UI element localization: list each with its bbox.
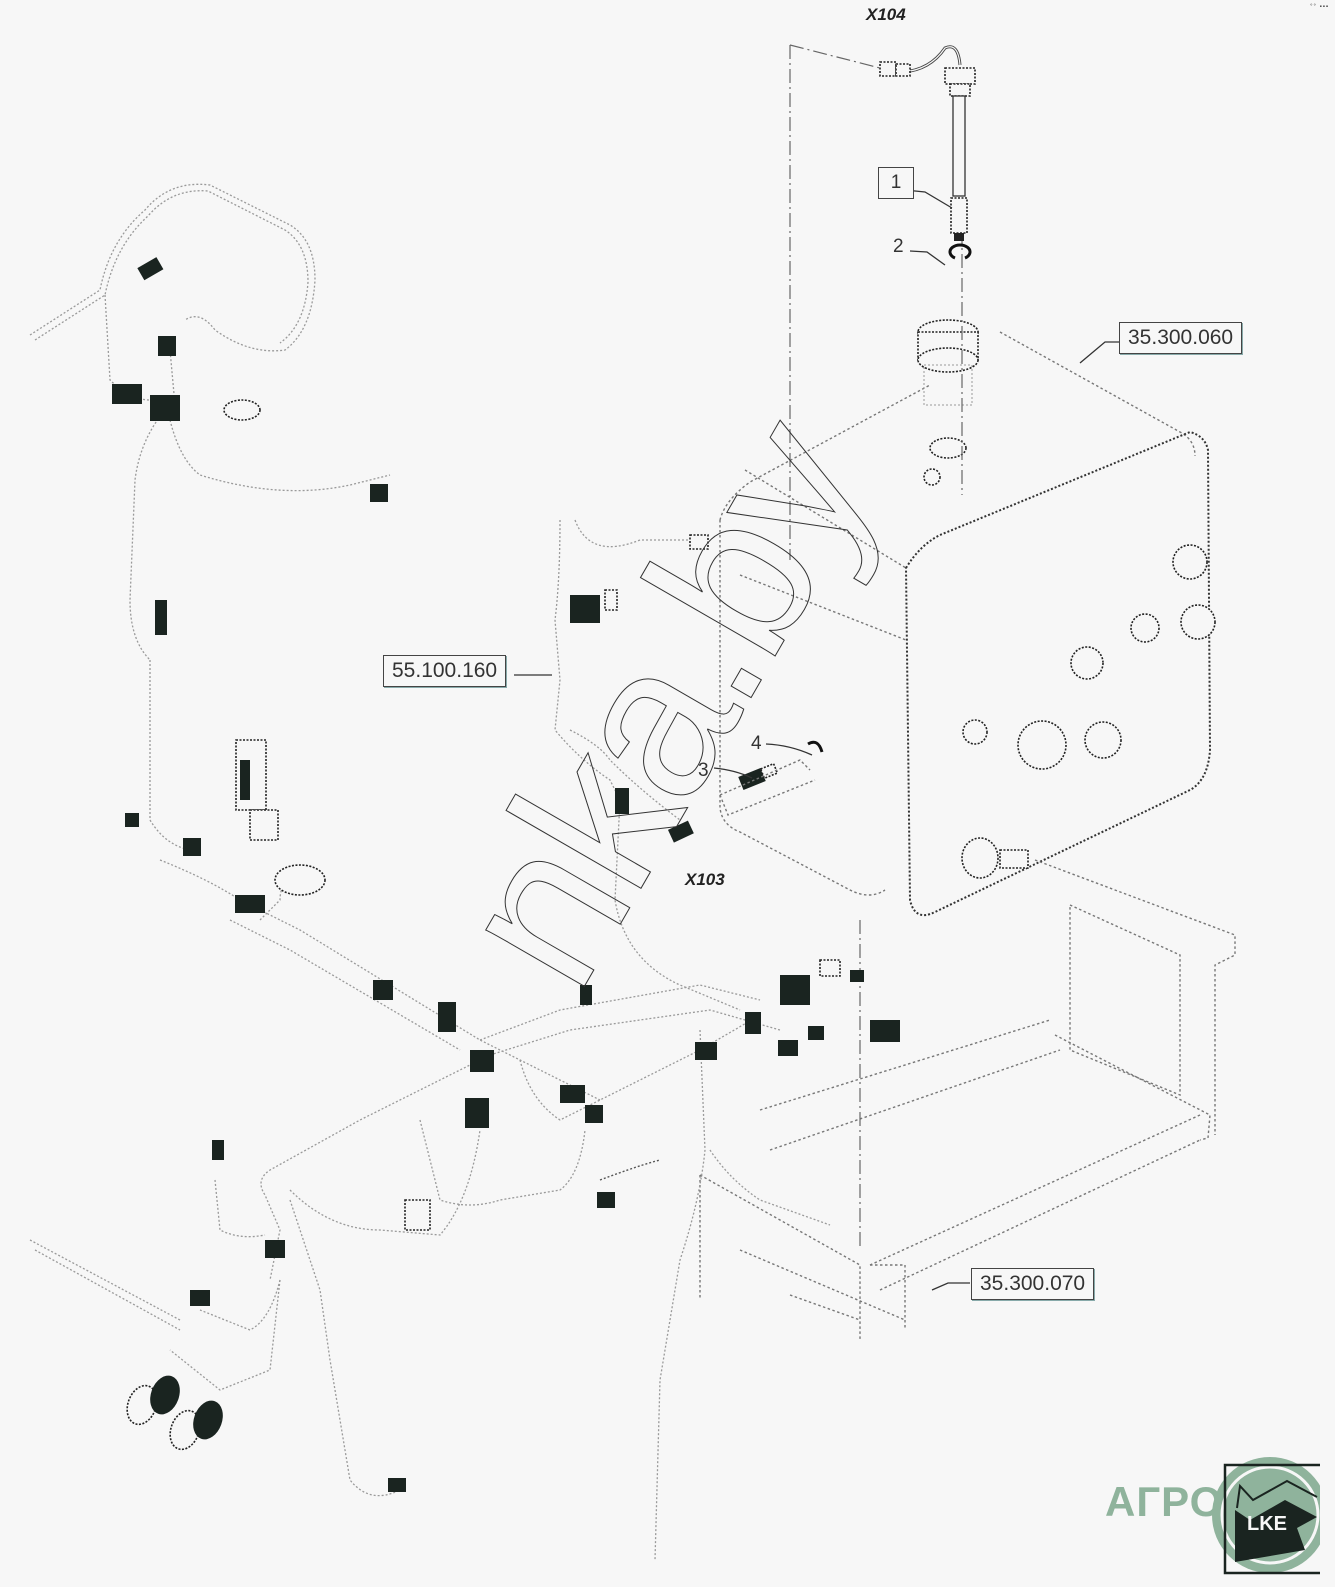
reference-callout-harness[interactable]: 55.100.160 — [383, 655, 507, 687]
logo-roof-shape — [1235, 1500, 1317, 1562]
logo-badge-text: LKE — [1247, 1513, 1287, 1535]
tank-fittings — [961, 544, 1216, 879]
filler-cap-icon — [917, 319, 979, 486]
item-callout-3[interactable]: 3 — [698, 760, 709, 781]
logo-text: АГРО — [1105, 1478, 1224, 1525]
connector-label-x103: X103 — [685, 870, 725, 889]
item-callout-4[interactable]: 4 — [751, 733, 762, 754]
item-callout-1[interactable]: 1 — [878, 167, 914, 199]
harness-connectors — [112, 257, 900, 1492]
item-callout-2[interactable]: 2 — [893, 236, 904, 257]
agro-logo: АГРО LKE — [1105, 1450, 1320, 1580]
fuel-tank — [719, 319, 1216, 916]
leader-item-2 — [909, 250, 946, 266]
leader-ref-frame — [931, 1282, 970, 1291]
corner-mark: °° ▪▪▪ — [1310, 4, 1329, 10]
reference-callout-tank[interactable]: 35.300.060 — [1119, 322, 1243, 354]
round-connector-icon — [126, 1375, 223, 1451]
fuel-level-sensor-icon — [879, 45, 976, 260]
logo-badge-icon: LKE — [1212, 1457, 1320, 1575]
watermark-text: nka.by — [408, 379, 919, 1023]
leader-item-3 — [713, 767, 753, 779]
centerline-x104 — [789, 44, 881, 69]
reference-callout-frame[interactable]: 35.300.070 — [971, 1268, 1095, 1300]
tank-support-frame — [699, 859, 1236, 1340]
watermark: nka.by — [408, 378, 920, 1023]
sensor-boss-outline — [719, 759, 816, 816]
logo-frame — [1223, 1463, 1320, 1575]
connector-label-x104: X104 — [866, 5, 906, 24]
leader-ref-tank — [1079, 341, 1119, 364]
leader-item-4 — [765, 743, 813, 756]
seal-washer-icon — [807, 740, 824, 753]
